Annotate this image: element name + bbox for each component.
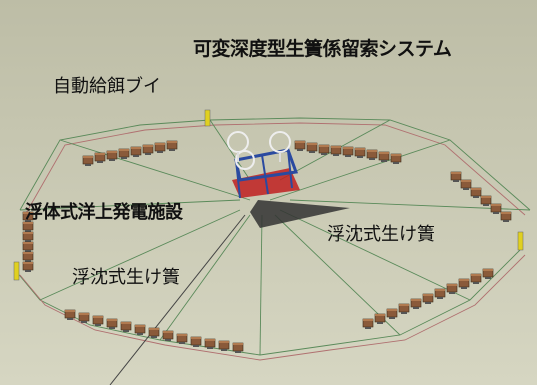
feeding-buoy [13, 109, 524, 281]
floating-platform [227, 131, 300, 199]
platform-label: 浮体式洋上発電施設 [25, 202, 183, 223]
system-title: 可変深度型生簀係留索システム [193, 38, 452, 60]
anchor-frame [250, 200, 350, 228]
pen-label-right: 浮沈式生け簀 [327, 224, 435, 245]
buoy-label: 自動給餌ブイ [53, 76, 161, 97]
pen-label-left: 浮沈式生け簀 [72, 267, 180, 288]
